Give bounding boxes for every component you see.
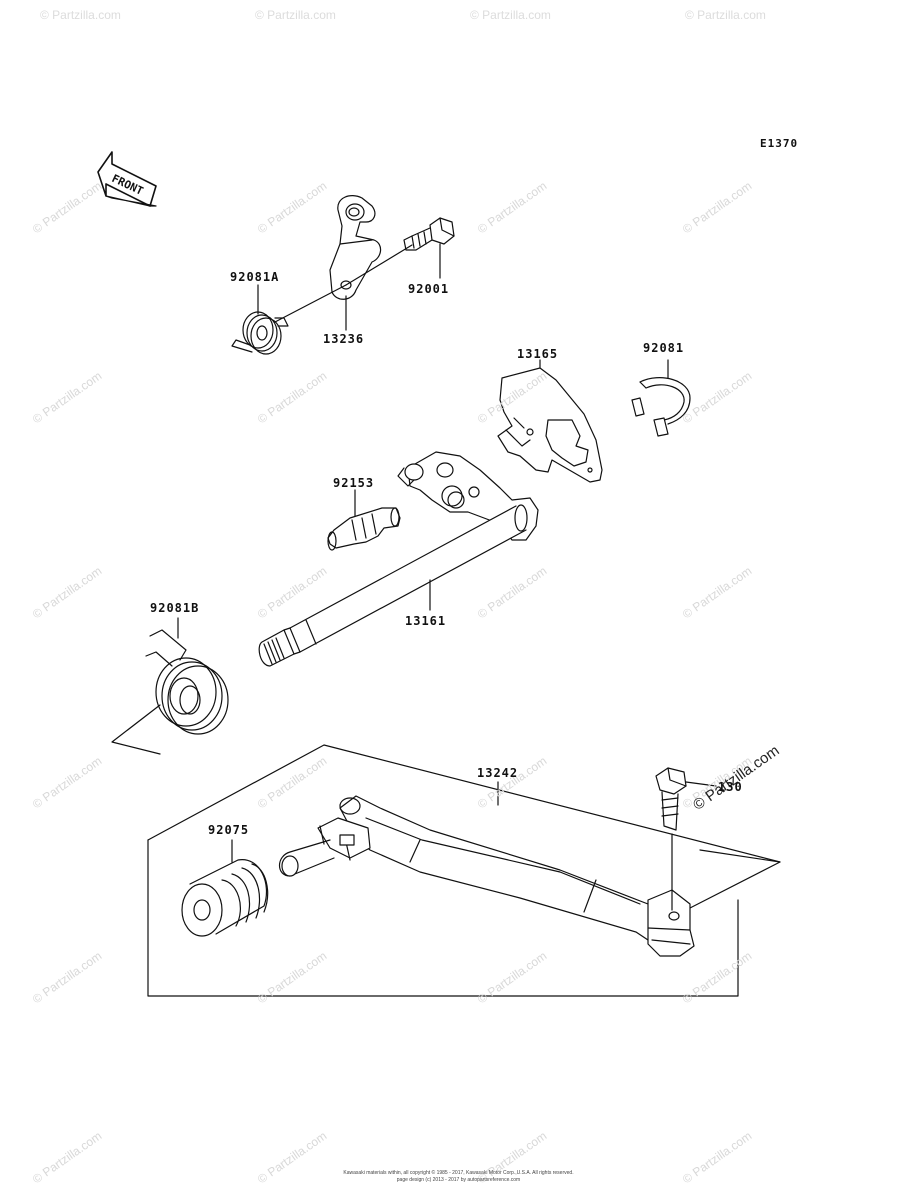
part-label-13165[interactable]: 13165 [517, 347, 559, 361]
part-label-92081A[interactable]: 92081A [230, 270, 280, 284]
part-label-13161[interactable]: 13161 [405, 614, 447, 628]
shift-shaft-13161 [258, 451, 539, 667]
part-label-13236[interactable]: 13236 [323, 332, 365, 346]
assembly-frame-top [147, 744, 781, 909]
shift-pedal-13242 [278, 795, 695, 957]
clip-92081 [631, 377, 691, 437]
part-label-13242[interactable]: 13242 [477, 766, 519, 780]
spring-92081B [145, 629, 229, 735]
part-label-92081B[interactable]: 92081B [150, 601, 200, 615]
spring-92081A [231, 311, 289, 355]
shift-bracket-13236 [329, 195, 382, 300]
part-label-92075[interactable]: 92075 [208, 823, 250, 837]
watermark: © Partzilla.com [470, 8, 551, 22]
leader-130 [685, 781, 717, 787]
rubber-92075 [181, 859, 269, 937]
diagram-code: E1370 [760, 137, 799, 150]
copyright-line-2: page design (c) 2013 - 2017 by autoparts… [396, 1177, 521, 1183]
part-label-92153[interactable]: 92153 [333, 476, 375, 490]
watermark: © Partzilla.com [40, 8, 121, 22]
watermark: © Partzilla.com [255, 8, 336, 22]
copyright-line-1: Kawasaki materials within, all copyright… [343, 1170, 574, 1176]
assembly-frame-right [699, 849, 781, 863]
leader-92081A [274, 284, 347, 323]
bolt-92001 [403, 217, 455, 251]
bracket-lines-92081B [111, 704, 161, 755]
assembly-frame-bottom [147, 839, 739, 997]
front-arrow-icon: FRONT [97, 151, 157, 207]
leader-13236-bolt [345, 244, 413, 286]
part-label-130[interactable]: 130 [718, 780, 743, 794]
pin-92153 [327, 507, 401, 551]
part-label-92081[interactable]: 92081 [643, 341, 685, 355]
plate-13165 [497, 367, 603, 483]
watermark: © Partzilla.com [685, 8, 766, 22]
bolt-130 [655, 767, 687, 831]
part-label-92001[interactable]: 92001 [408, 282, 450, 296]
